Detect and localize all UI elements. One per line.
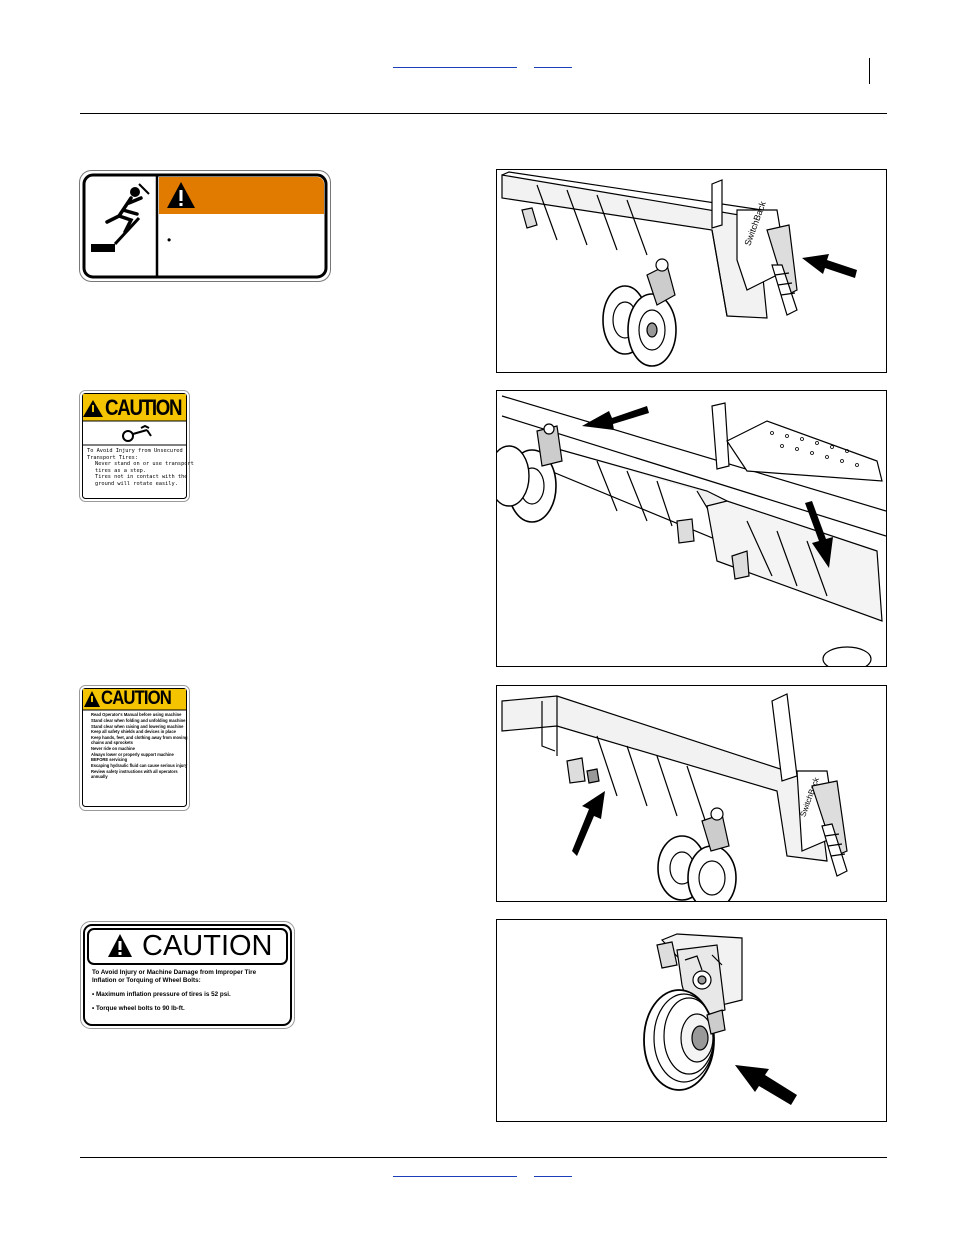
- caution-tires-decal: CAUTION To Avoid Injury from Unsecured T…: [79, 390, 194, 502]
- caution-general-item: Escaping hydraulic fluid can cause serio…: [91, 763, 191, 768]
- pointer-arrow-lower: [805, 501, 833, 568]
- caution-tires-line5: Tires not in contact with the: [95, 474, 188, 481]
- safety-decal-location-photo: SwitchBack: [496, 685, 887, 902]
- caution-general-item: Keep all safety shields and devices in p…: [91, 729, 191, 734]
- caution-general-item: Always lower or properly support machine…: [91, 752, 191, 762]
- caution-inflation-header: CAUTION: [142, 930, 273, 962]
- caution-inflation-line1: To Avoid Injury or Machine Damage from I…: [92, 969, 257, 976]
- pointer-arrow-upper: [582, 406, 649, 430]
- caution-inflation-decal: CAUTION To Avoid Injury or Machine Damag…: [80, 921, 295, 1029]
- caution-general-item: Stand clear when raising and lowering ma…: [91, 724, 191, 729]
- caution-inflation-bullet1: • Maximum inflation pressure of tires is…: [92, 991, 231, 998]
- tire-hazard-icon: [122, 424, 152, 442]
- footer-rule: [80, 1157, 887, 1158]
- caution-tires-line3: Never stand on or use transport: [95, 461, 194, 468]
- caution-general-item: Never ride on machine: [91, 746, 191, 751]
- caution-general-item: Review safety instructions with all oper…: [91, 769, 191, 779]
- warning-bullet: •: [167, 233, 172, 247]
- warning-triangle-icon: [167, 182, 195, 208]
- caution-general-list: Read Operator's Manual before using mach…: [84, 712, 191, 780]
- header-link-2[interactable]: [534, 67, 572, 68]
- pointer-arrow: [735, 1065, 797, 1105]
- caution-inflation-bullet2: • Torque wheel bolts to 90 lb-ft.: [92, 1005, 185, 1012]
- caution-tires-header: CAUTION: [105, 395, 183, 420]
- header-link-1[interactable]: [393, 67, 517, 68]
- caution-tires-line1: To Avoid Injury from Unsecured: [87, 448, 183, 454]
- footer-link-1[interactable]: [393, 1176, 517, 1177]
- caution-inflation-line2: Inflation or Torquing of Wheel Bolts:: [92, 977, 201, 984]
- caution-general-header: CAUTION: [101, 688, 172, 709]
- transport-tires-photo: [496, 390, 887, 667]
- header-divider: [869, 58, 870, 84]
- fall-hazard-icon: [91, 183, 150, 252]
- warning-decal: •: [79, 170, 331, 282]
- step-photo: SwitchBack: [496, 169, 887, 373]
- caution-general-item: Stand clear when folding and unfolding m…: [91, 718, 191, 723]
- caution-tires-line2: Transport Tires:: [87, 454, 139, 461]
- caution-general-decal: CAUTION Read Operator's Manual before us…: [79, 685, 190, 811]
- wheel-photo: [496, 919, 887, 1122]
- caution-general-item: Read Operator's Manual before using mach…: [91, 712, 191, 717]
- caution-tires-line4: tires as a step.: [95, 467, 147, 474]
- pointer-arrow: [572, 791, 605, 856]
- caution-general-item: Keep hands, feet, and clothing away from…: [91, 735, 191, 745]
- header-rule: [80, 113, 887, 114]
- pointer-arrow: [802, 254, 857, 278]
- caution-tires-line6: ground will rotate easily.: [95, 480, 178, 487]
- footer-link-2[interactable]: [534, 1176, 572, 1177]
